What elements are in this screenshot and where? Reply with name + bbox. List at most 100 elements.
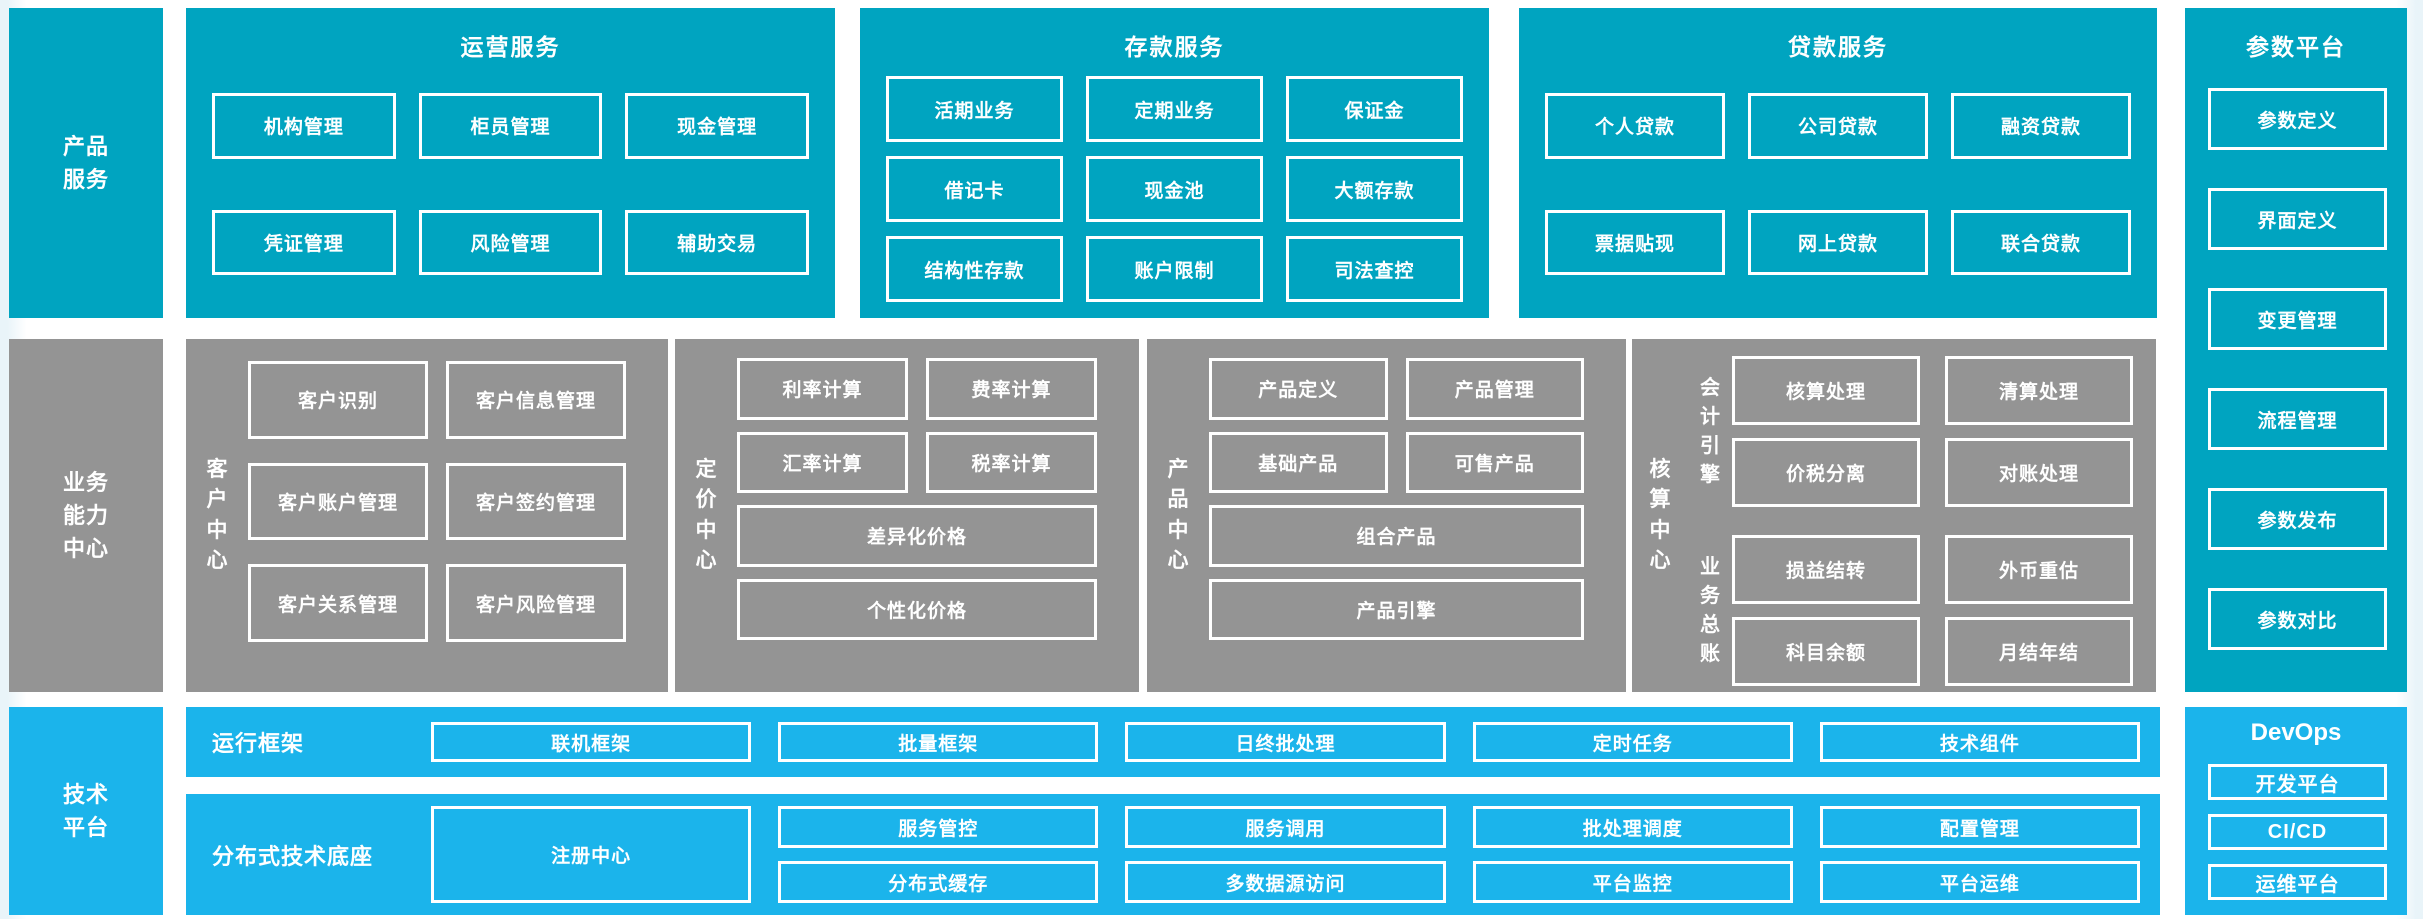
deposit-box: 活期业务 <box>886 76 1063 142</box>
vertical-label-zone: 产品中心 <box>1147 339 1209 692</box>
customer-box: 客户风险管理 <box>446 564 626 642</box>
pricing-box: 税率计算 <box>926 431 1097 493</box>
deposit-box: 结构性存款 <box>886 236 1063 302</box>
section-product-center: 产品中心 产品定义产品管理基础产品可售产品组合产品产品引擎 <box>1147 339 1626 692</box>
deposit-box: 账户限制 <box>1086 236 1263 302</box>
row-label-product-services: 产品服务 <box>9 8 163 318</box>
vertical-label-zone: 核算中心 <box>1632 339 1688 692</box>
section-pricing-center: 定价中心 利率计算费率计算汇率计算税率计算差异化价格个性化价格 <box>675 339 1139 692</box>
accounting-groups: 会计引擎 核算处理清算处理价税分离对账处理 业务总账 损益结转外币重估科目余额月… <box>1688 356 2133 686</box>
pricing-box: 个性化价格 <box>737 578 1097 640</box>
operations-box: 凭证管理 <box>212 209 396 275</box>
accounting-engine-group: 会计引擎 核算处理清算处理价税分离对账处理 <box>1688 356 2133 507</box>
section-loan-services: 贷款服务 个人贷款公司贷款融资贷款票据贴现网上贷款联合贷款 <box>1519 8 2157 318</box>
section-distributed-base: 分布式技术底座 注册中心 服务管控服务调用批处理调度配置管理分布式缓存多数据源访… <box>186 794 2160 915</box>
deposit-box: 借记卡 <box>886 156 1063 222</box>
section-accounting-center: 核算中心 会计引擎 核算处理清算处理价税分离对账处理 业务总账 损益结转外币重估… <box>1632 339 2156 692</box>
vertical-label-zone: 业务总账 <box>1688 535 1732 686</box>
section-title: 参数平台 <box>2246 34 2346 60</box>
accounting-box: 清算处理 <box>1945 356 2133 425</box>
row-label-text: 业务能力中心 <box>62 470 109 561</box>
distributed-box: 分布式缓存 <box>778 861 1099 903</box>
group-label: 会计引擎 <box>1700 376 1720 486</box>
accounting-box: 价税分离 <box>1732 438 1920 507</box>
product-box: 组合产品 <box>1209 505 1584 567</box>
row-label-tech-platform: 技术平台 <box>9 707 163 915</box>
section-title: 贷款服务 <box>1788 34 1888 60</box>
pricing-box: 差异化价格 <box>737 505 1097 567</box>
row-label-text: 技术平台 <box>62 782 109 840</box>
loan-box: 融资贷款 <box>1951 93 2131 159</box>
row-label-business-capability-center: 业务能力中心 <box>9 339 163 692</box>
param-box: 变更管理 <box>2208 288 2387 350</box>
runtime-box: 联机框架 <box>431 722 752 762</box>
customer-box: 客户识别 <box>248 361 428 439</box>
pricing-box: 费率计算 <box>926 358 1097 420</box>
deposit-box: 定期业务 <box>1086 76 1263 142</box>
distributed-box: 平台运维 <box>1819 861 2140 903</box>
distributed-box: 配置管理 <box>1819 806 2140 848</box>
customer-box: 客户信息管理 <box>446 361 626 439</box>
ledger-box: 科目余额 <box>1732 617 1920 686</box>
product-box: 产品管理 <box>1405 358 1584 420</box>
distributed-box: 服务管控 <box>778 806 1099 848</box>
business-ledger-group: 业务总账 损益结转外币重估科目余额月结年结 <box>1688 535 2133 686</box>
operations-box: 机构管理 <box>212 93 396 159</box>
devops-box: 开发平台 <box>2208 764 2387 800</box>
loan-box: 联合贷款 <box>1951 209 2131 275</box>
runtime-box: 定时任务 <box>1472 722 1793 762</box>
band-label: 分布式技术底座 <box>212 843 374 869</box>
param-box: 界面定义 <box>2208 188 2387 250</box>
band-label: 运行框架 <box>212 731 305 756</box>
distributed-box: 服务调用 <box>1125 806 1446 848</box>
business-ledger-grid: 损益结转外币重估科目余额月结年结 <box>1732 535 2133 686</box>
customer-box: 客户账户管理 <box>248 462 428 541</box>
section-title: 存款服务 <box>1124 34 1225 60</box>
param-box: 参数对比 <box>2208 588 2387 650</box>
pricing-box: 利率计算 <box>737 358 908 420</box>
operations-box: 现金管理 <box>625 93 809 159</box>
runtime-box: 批量框架 <box>778 722 1099 762</box>
devops-box: 运维平台 <box>2208 864 2387 900</box>
deposit-box: 保证金 <box>1286 76 1463 142</box>
section-param-platform: 参数平台 参数定义界面定义变更管理流程管理参数发布参数对比 <box>2185 8 2407 692</box>
product-grid: 产品定义产品管理基础产品可售产品组合产品产品引擎 <box>1209 358 1584 640</box>
distributed-box: 多数据源访问 <box>1125 861 1446 903</box>
deposit-box: 大额存款 <box>1286 156 1463 222</box>
accounting-engine-grid: 核算处理清算处理价税分离对账处理 <box>1732 356 2133 507</box>
customer-box: 客户关系管理 <box>248 564 428 642</box>
loan-box: 个人贷款 <box>1545 93 1725 159</box>
section-deposit-services: 存款服务 活期业务定期业务保证金借记卡现金池大额存款结构性存款账户限制司法查控 <box>860 8 1489 318</box>
vertical-label-zone: 定价中心 <box>675 339 737 692</box>
devops-box: CI/CD <box>2208 814 2387 850</box>
param-platform-list: 参数定义界面定义变更管理流程管理参数发布参数对比 <box>2208 88 2387 650</box>
center-label: 定价中心 <box>695 457 717 572</box>
ledger-box: 外币重估 <box>1945 535 2133 604</box>
section-customer-center: 客户中心 客户识别客户信息管理客户账户管理客户签约管理客户关系管理客户风险管理 <box>186 339 668 692</box>
operations-box: 风险管理 <box>418 209 603 275</box>
ledger-box: 损益结转 <box>1732 535 1920 604</box>
vertical-label-zone: 客户中心 <box>186 339 248 692</box>
registry-center-box: 注册中心 <box>431 806 752 903</box>
param-box: 参数定义 <box>2208 88 2387 150</box>
loan-box: 公司贷款 <box>1748 93 1928 159</box>
runtime-box: 日终批处理 <box>1125 722 1446 762</box>
center-label: 产品中心 <box>1167 457 1189 572</box>
distributed-box: 批处理调度 <box>1472 806 1793 848</box>
customer-box: 客户签约管理 <box>446 462 626 541</box>
distributed-box: 平台监控 <box>1472 861 1793 903</box>
product-box: 产品定义 <box>1209 358 1388 420</box>
pricing-grid: 利率计算费率计算汇率计算税率计算差异化价格个性化价格 <box>737 358 1097 640</box>
product-box: 可售产品 <box>1405 431 1584 493</box>
row-label-text: 产品服务 <box>62 134 109 192</box>
product-box: 产品引擎 <box>1209 578 1584 640</box>
accounting-box: 核算处理 <box>1732 356 1920 425</box>
accounting-box: 对账处理 <box>1945 438 2133 507</box>
deposit-box: 现金池 <box>1086 156 1263 222</box>
deposit-grid: 活期业务定期业务保证金借记卡现金池大额存款结构性存款账户限制司法查控 <box>886 76 1463 302</box>
operations-box: 柜员管理 <box>418 93 603 159</box>
deposit-box: 司法查控 <box>1286 236 1463 302</box>
distributed-grid: 注册中心 服务管控服务调用批处理调度配置管理分布式缓存多数据源访问平台监控平台运… <box>431 806 2140 903</box>
